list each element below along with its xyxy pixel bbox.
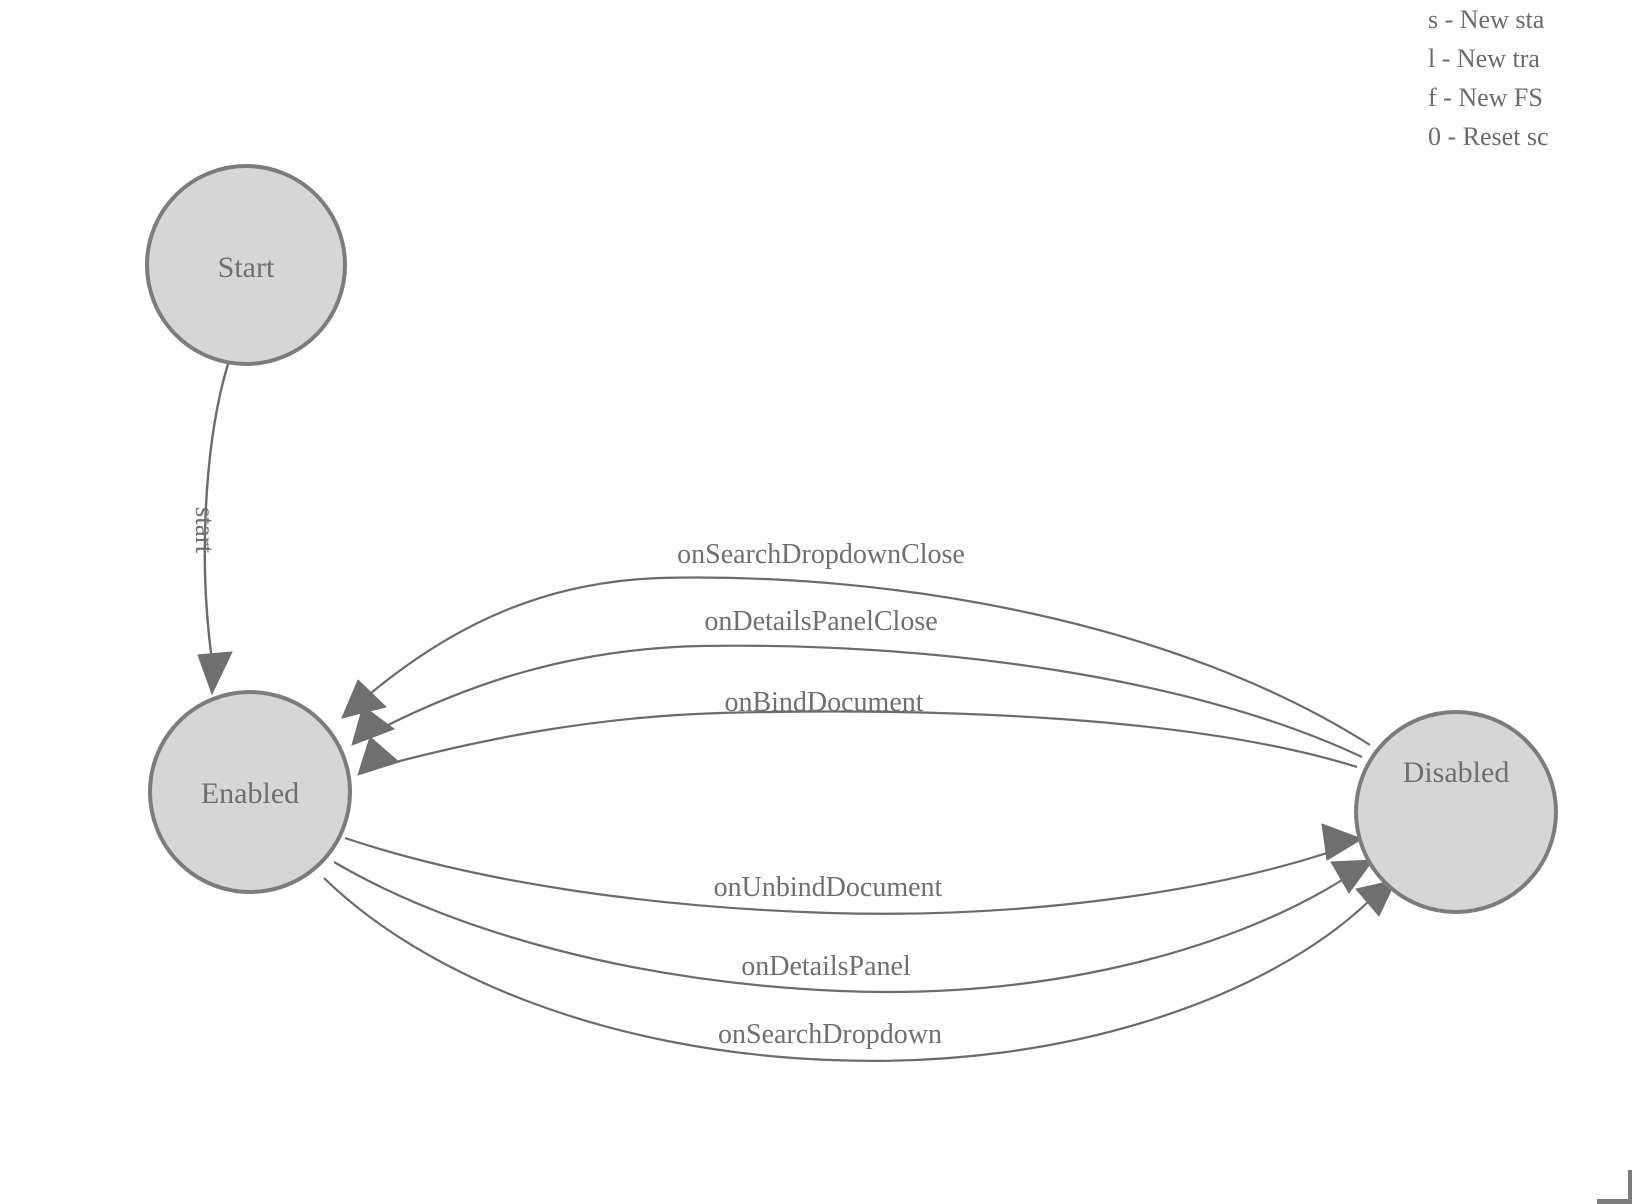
edge-label-start: start <box>190 507 220 554</box>
arrowhead-onunbinddocument <box>1321 823 1364 861</box>
node-start-circle[interactable] <box>145 164 347 366</box>
edge-path-onsearchdropdown <box>323 877 1369 1062</box>
help-line-new-state: s - New sta <box>1428 5 1545 34</box>
edge-path-ondetailspanel <box>333 861 1343 994</box>
edge-start-path <box>203 363 230 661</box>
edge-disabled-to-enabled-onbinddocument[interactable]: onBindDocument <box>357 687 1358 776</box>
arrowhead-ondetailspanel <box>1330 859 1375 894</box>
help-line-reset: 0 - Reset sc <box>1428 122 1549 151</box>
arrowhead-ondetailspanelclose <box>351 705 396 746</box>
edge-enabled-to-disabled-onunbinddocument[interactable]: onUnbindDocument <box>344 823 1364 915</box>
vertical-scrollbar-thumb[interactable] <box>1628 1170 1632 1200</box>
node-start[interactable]: Start <box>145 164 347 366</box>
arrowhead-onbinddocument <box>357 736 401 776</box>
edge-path-ondetailspanelclose <box>383 644 1363 758</box>
edge-label-onsearchdropdown: onSearchDropdown <box>718 1019 942 1050</box>
arrowhead-onsearchdropdown <box>1355 879 1397 917</box>
edge-path-onsearchdropdownclose <box>370 576 1371 746</box>
arrowhead-start-to-enabled <box>197 651 233 696</box>
edge-path-onbinddocument <box>391 710 1358 769</box>
node-enabled-label: Enabled <box>201 777 299 810</box>
keyboard-help-overlay: s - New sta l - New tra f - New FS 0 - R… <box>1428 0 1632 156</box>
edge-label-onsearchdropdownclose: onSearchDropdownClose <box>677 539 965 570</box>
scrollbar-corner[interactable] <box>1597 1170 1632 1204</box>
edge-label-ondetailspanel: onDetailsPanel <box>741 951 911 982</box>
edge-enabled-to-disabled-onsearchdropdown[interactable]: onSearchDropdown <box>323 877 1397 1062</box>
node-enabled[interactable]: Enabled <box>148 690 352 894</box>
help-line-new-fsm: f - New FS <box>1428 83 1543 112</box>
node-disabled[interactable]: Disabled <box>1354 710 1558 914</box>
edge-label-ondetailspanelclose: onDetailsPanelClose <box>704 606 937 637</box>
node-disabled-circle[interactable] <box>1354 710 1558 914</box>
edge-label-onbinddocument: onBindDocument <box>724 687 923 718</box>
edge-label-onunbinddocument: onUnbindDocument <box>714 872 943 903</box>
edge-start-to-enabled[interactable]: start <box>190 363 233 696</box>
edge-enabled-to-disabled-ondetailspanel[interactable]: onDetailsPanel <box>333 859 1375 994</box>
edge-path-onunbinddocument <box>344 836 1331 915</box>
node-disabled-label: Disabled <box>1403 756 1510 789</box>
node-enabled-circle[interactable] <box>148 690 352 894</box>
node-start-label: Start <box>218 251 275 284</box>
horizontal-scrollbar-thumb[interactable] <box>1597 1199 1632 1204</box>
help-line-new-transition: l - New tra <box>1428 44 1540 73</box>
edge-disabled-to-enabled-onsearchdropdownclose[interactable]: onSearchDropdownClose <box>341 539 1371 746</box>
edge-disabled-to-enabled-ondetailspanelclose[interactable]: onDetailsPanelClose <box>351 606 1363 758</box>
